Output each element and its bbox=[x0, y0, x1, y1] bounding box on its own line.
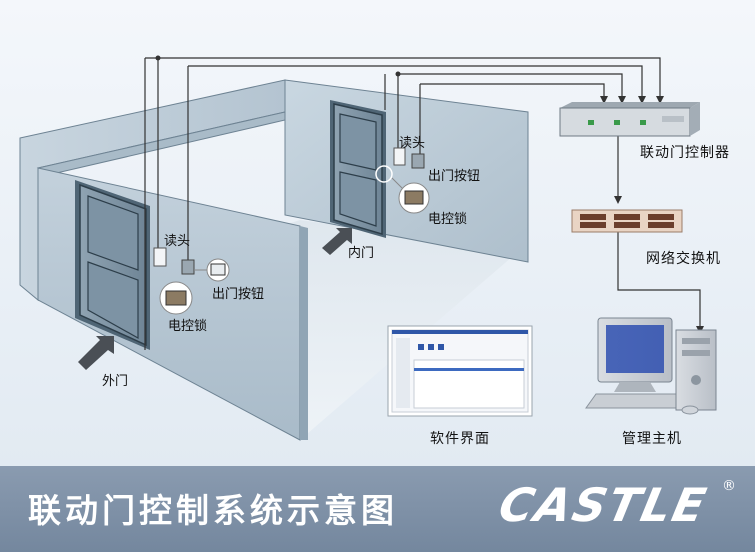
diagram-title: 联动门控制系统示意图 bbox=[28, 491, 398, 530]
exit-button-inner-device bbox=[411, 153, 425, 169]
lock-outer-label: 电控锁 bbox=[168, 319, 208, 334]
switch-device bbox=[571, 209, 683, 233]
inner-door-arrow bbox=[322, 228, 352, 255]
reader-outer-label: 读头 bbox=[164, 234, 191, 249]
reader-inner-device bbox=[393, 147, 406, 166]
outer-door bbox=[75, 180, 150, 350]
controller-label: 联动门控制器 bbox=[640, 145, 730, 161]
reader-outer-device bbox=[153, 247, 167, 267]
exit-button-outer-device bbox=[181, 259, 195, 275]
brand-logo: CASTLE bbox=[494, 478, 713, 532]
software-ui-label: 软件界面 bbox=[430, 431, 490, 447]
lock-inner-label: 电控锁 bbox=[428, 212, 468, 227]
reader-inner-label: 读头 bbox=[399, 136, 426, 151]
controller-device bbox=[559, 102, 700, 137]
exit-button-outer-zoom-icon bbox=[210, 263, 226, 276]
inner-door-label: 内门 bbox=[348, 246, 375, 261]
inner-door bbox=[330, 100, 386, 238]
outer-door-label: 外门 bbox=[102, 374, 129, 389]
software-ui-window bbox=[387, 325, 533, 417]
exit-button-inner-label: 出门按钮 bbox=[428, 169, 481, 184]
diagram-drawing bbox=[19, 55, 717, 441]
lock-inner-position-ring bbox=[375, 165, 393, 183]
host-label: 管理主机 bbox=[622, 431, 682, 447]
wiring bbox=[144, 57, 701, 350]
wire-arrows bbox=[155, 55, 704, 334]
exit-button-outer-label: 出门按钮 bbox=[212, 287, 265, 302]
switch-label: 网络交换机 bbox=[646, 251, 721, 267]
host-computer bbox=[585, 317, 717, 415]
registered-mark: ® bbox=[722, 478, 736, 494]
front-wall-edge bbox=[300, 226, 308, 440]
outer-door-arrow bbox=[78, 336, 114, 370]
lock-inner-zoom-icon bbox=[404, 190, 424, 205]
footer-band: 联动门控制系统示意图 CASTLE ® bbox=[0, 466, 755, 552]
lock-outer-zoom-icon bbox=[165, 290, 187, 306]
